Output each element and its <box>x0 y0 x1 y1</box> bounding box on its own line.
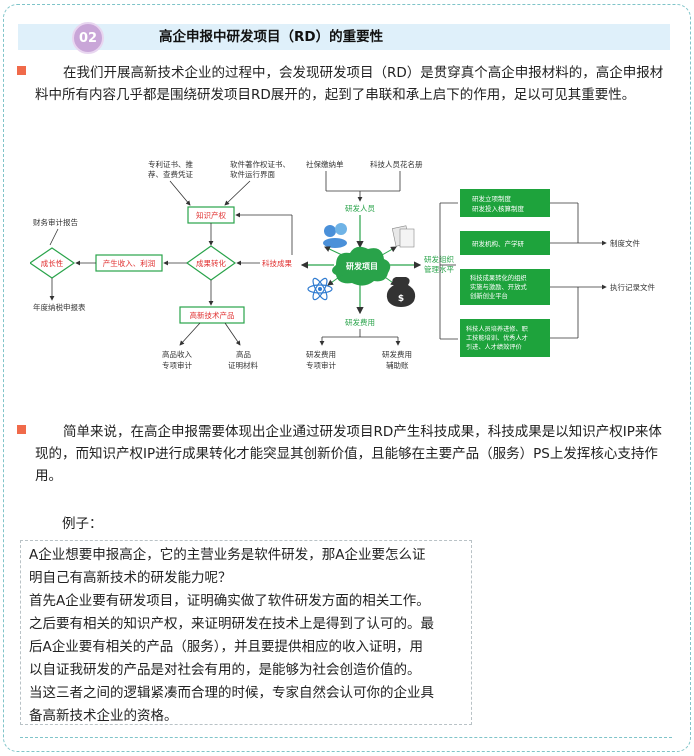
people-icon <box>323 223 347 248</box>
diagram-product-label: 高新技术产品 <box>190 310 235 320</box>
diagram-text-cost-acc-2: 辅助账 <box>386 360 409 370</box>
diagram-green-1-line1: 研发立项制度 <box>472 194 512 203</box>
example-label: 例子： <box>62 516 103 532</box>
diagram-text-exec-doc: 执行记录文件 <box>610 282 655 292</box>
diagram-green-4-line3: 引进、人才绩效评价 <box>466 343 522 351</box>
square-bullet-icon <box>17 66 26 75</box>
diagram-text-rd-cost: 研发费用 <box>345 317 375 327</box>
svg-text:$: $ <box>398 294 404 304</box>
example-box: A企业想要申报高企，它的主营业务是软件研发，那A企业要怎么证 明自己有高新技术的… <box>20 540 472 725</box>
diagram-text-cost-audit-1: 研发费用 <box>306 349 336 359</box>
diagram-text-staff: 科技人员花名册 <box>370 159 423 169</box>
diagram-transform-label: 成果转化 <box>196 258 226 268</box>
diagram-text-soft-2: 软件运行界面 <box>230 169 275 179</box>
diagram-project-label: 研发项目 <box>346 261 378 271</box>
diagram-green-3-line1: 科技成果转化的组织 <box>470 273 527 282</box>
diagram-green-3-line3: 创新创业平台 <box>470 291 508 300</box>
square-bullet-icon <box>17 425 26 434</box>
atom-icon <box>307 277 333 301</box>
example-line: A企业想要申报高企，它的主营业务是软件研发，那A企业要怎么证 <box>29 547 426 563</box>
diagram-text-cert-2: 证明材料 <box>228 360 258 370</box>
diagram-growth-label: 成长性 <box>41 258 64 268</box>
diagram-text-cost-audit-2: 专项审计 <box>306 360 336 370</box>
diagram-text-rd-staff: 研发人员 <box>345 203 375 213</box>
diagram-green-4-line2: 工技能培训、优秀人才 <box>466 334 528 342</box>
bottom-divider <box>20 737 672 738</box>
example-line: 备高新技术企业的资格。 <box>29 708 178 724</box>
diagram-green-box-1 <box>460 189 550 217</box>
rd-relationship-diagram: 专利证书、推 荐、查费凭证 软件著作权证书、 软件运行界面 知识产权 财务审计报… <box>30 159 655 370</box>
diagram-green-box-2 <box>460 231 550 255</box>
diagram-text-social: 社保缴纳单 <box>306 159 344 169</box>
content-frame <box>3 4 691 752</box>
example-line: 首先A企业要有研发项目，证明确实做了软件研发方面的相关工作。 <box>29 593 430 609</box>
diagram-text-mgmt-1: 研发组织 <box>424 254 454 264</box>
documents-icon <box>391 225 415 248</box>
example-line: 明自己有高新技术的研发能力呢？ <box>29 570 232 586</box>
diagram-green-4-line1: 科技人员培养进修、职 <box>466 325 528 333</box>
diagram-text-cost-acc-1: 研发费用 <box>382 349 412 359</box>
diagram-text-finance: 财务审计报告 <box>33 217 78 227</box>
diagram-product-box <box>179 306 245 324</box>
example-line: 以自证我研发的产品是对社会有用的，是能够为社会创造价值的。 <box>29 662 421 678</box>
money-bag-icon: $ <box>386 277 416 307</box>
cloud-shape <box>332 246 391 286</box>
diagram-green-box-4 <box>460 319 550 357</box>
example-line: 之后要有相关的知识产权，来证明研发在技术上是得到了认可的。最 <box>29 616 434 632</box>
section-number-badge: 02 <box>72 22 104 54</box>
example-line: 后A企业要有相关的产品（服务），并且要提供相应的收入证明，用 <box>29 639 423 655</box>
intro-paragraph: 在我们开展高新技术企业的过程中，会发现研发项目（RD）是贯穿真个高企申报材料的，… <box>35 65 664 103</box>
section-title: 高企申报中研发项目（RD）的重要性 <box>159 29 384 45</box>
diagram-text-cert-1: 高品 <box>236 349 251 359</box>
diagram-revenue-label: 产生收入、利润 <box>103 258 156 268</box>
diagram-green-3-line2: 实施与激励、开放式 <box>470 282 527 291</box>
diagram-text-soft-1: 软件著作权证书、 <box>230 159 290 169</box>
example-line: 当这三者之间的逻辑紧凑而合理的时候，专家自然会认可你的企业具 <box>29 685 434 701</box>
diagram-text-sys-doc: 制度文件 <box>610 238 640 248</box>
diagram-text-income-2: 专项审计 <box>162 360 192 370</box>
diagram-text-annual: 年度纳税申报表 <box>33 302 86 312</box>
diagram-text-income-1: 高品收入 <box>162 349 192 359</box>
diagram-text-left-top-2: 荐、查费凭证 <box>148 169 193 179</box>
diagram-green-2-line1: 研发机构、产学研 <box>472 239 525 248</box>
diagram-text-mgmt-2: 管理水平 <box>424 264 454 274</box>
diagram-tech-result: 科技成果 <box>262 258 292 268</box>
diagram-green-box-3 <box>460 269 550 305</box>
summary-paragraph: 简单来说，在高企申报需要体现出企业通过研发项目RD产生科技成果，科技成果是以知识… <box>35 424 662 484</box>
diagram-ip-label: 知识产权 <box>196 210 226 220</box>
diagram-text-left-top-1: 专利证书、推 <box>148 159 193 169</box>
section-header-band <box>18 24 670 50</box>
diagram-green-1-line2: 研发投入核算制度 <box>472 204 525 213</box>
